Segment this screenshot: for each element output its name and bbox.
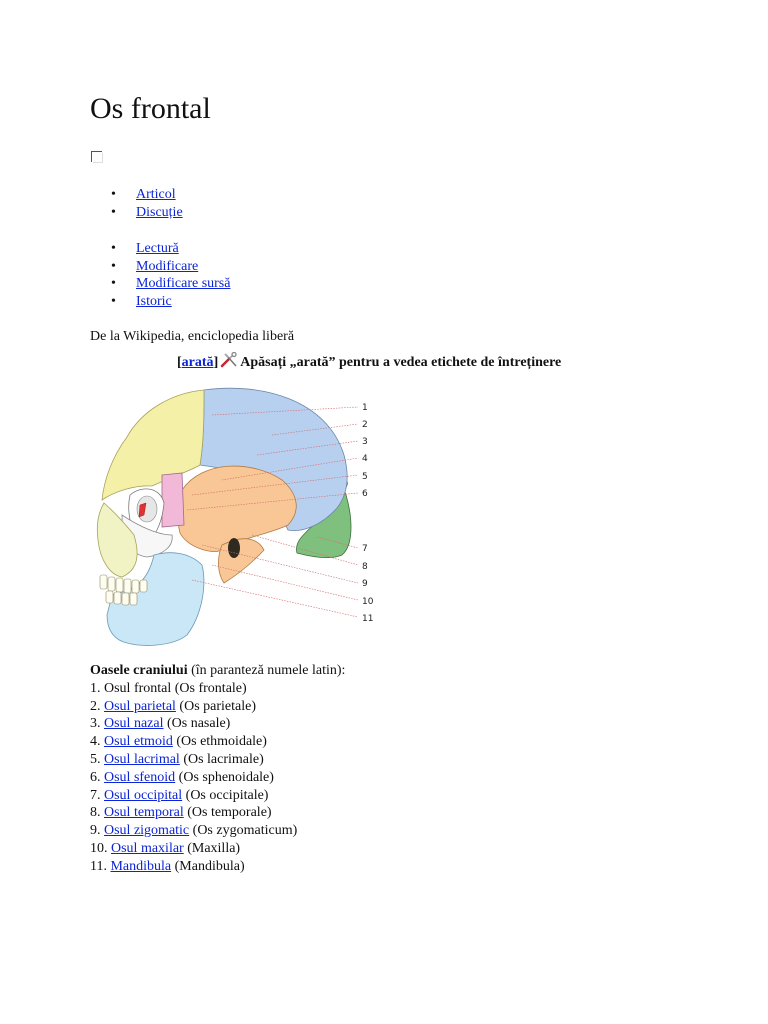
bracket-close: ] bbox=[213, 355, 219, 370]
bone-latin: (Os zygomaticum) bbox=[189, 823, 298, 839]
mastoid-process bbox=[218, 538, 265, 584]
label-11: 11 bbox=[362, 614, 373, 624]
bone-name: Osul frontal bbox=[104, 680, 172, 696]
maintenance-notice: [arată] Apăsați „arată” pentru a vedea et… bbox=[177, 351, 562, 373]
tab-article: Articol bbox=[106, 186, 183, 204]
bone-link[interactable]: Osul nazal bbox=[104, 716, 164, 732]
bone-link[interactable]: Osul temporal bbox=[104, 805, 184, 821]
bone-link[interactable]: Osul maxilar bbox=[111, 840, 184, 856]
bone-link[interactable]: Osul lacrimal bbox=[104, 751, 180, 767]
notice-text: Apăsați „arată” pentru a vedea etichete … bbox=[240, 355, 562, 370]
bone-link[interactable]: Osul etmoid bbox=[104, 734, 173, 750]
bone-link[interactable]: Osul occipital bbox=[104, 787, 183, 803]
tab-discussion: Discuție bbox=[106, 204, 183, 222]
tab-history: Istoric bbox=[106, 293, 230, 311]
tab-read-link[interactable]: Lectură bbox=[136, 241, 179, 256]
maxilla-bone bbox=[96, 502, 138, 578]
label-7: 7 bbox=[362, 544, 368, 554]
bone-item: 6. Osul sfenoid (Os sphenoidale) bbox=[90, 769, 345, 787]
view-tabs: Lectură Modificare Modificare sursă Isto… bbox=[106, 240, 230, 311]
bone-number: 2. bbox=[90, 698, 104, 714]
bone-number: 8. bbox=[90, 805, 104, 821]
bone-latin: (Os parietale) bbox=[175, 698, 256, 714]
ear-opening bbox=[228, 538, 240, 558]
bone-item: 4. Osul etmoid (Os ethmoidale) bbox=[90, 733, 345, 751]
label-10: 10 bbox=[362, 597, 374, 607]
tab-edit: Modificare bbox=[106, 258, 230, 276]
bone-latin: (Mandibula) bbox=[171, 858, 245, 874]
bone-number: 11. bbox=[90, 858, 111, 874]
site-tagline: De la Wikipedia, enciclopedia liberă bbox=[90, 329, 295, 344]
bone-link[interactable]: Osul zigomatic bbox=[104, 823, 190, 839]
bone-number: 3. bbox=[90, 716, 104, 732]
label-8: 8 bbox=[362, 562, 368, 572]
bone-latin: (Os ethmoidale) bbox=[172, 734, 267, 750]
tab-edit-source-link[interactable]: Modificare sursă bbox=[136, 276, 231, 292]
bone-latin: (Maxilla) bbox=[183, 840, 241, 856]
teeth bbox=[99, 574, 148, 606]
bone-latin: (Os nasale) bbox=[163, 716, 231, 732]
bone-item: 5. Osul lacrimal (Os lacrimale) bbox=[90, 751, 345, 769]
label-9: 9 bbox=[362, 579, 368, 589]
bone-link[interactable]: Osul sfenoid bbox=[104, 769, 176, 785]
bone-number: 7. bbox=[90, 787, 104, 803]
bone-latin: (Os lacrimale) bbox=[179, 751, 264, 767]
bone-number: 10. bbox=[90, 840, 111, 856]
bone-item: 10. Osul maxilar (Maxilla) bbox=[90, 840, 345, 858]
label-5: 5 bbox=[362, 472, 368, 482]
bone-latin: (Os frontale) bbox=[171, 680, 247, 696]
tab-read: Lectură bbox=[106, 240, 230, 258]
tab-edit-link[interactable]: Modificare bbox=[136, 258, 199, 274]
label-2: 2 bbox=[362, 420, 368, 430]
bone-number: 1. bbox=[90, 680, 104, 696]
temporal-bone bbox=[177, 465, 297, 552]
bones-heading-bold: Oasele craniului bbox=[90, 663, 188, 678]
label-4: 4 bbox=[362, 454, 368, 464]
bracket-open: [ bbox=[177, 355, 182, 370]
bone-latin: (Os occipitale) bbox=[182, 787, 269, 803]
page-title: Os frontal bbox=[90, 92, 211, 125]
bones-heading-rest: (în paranteză numele latin): bbox=[187, 663, 346, 678]
bone-number: 4. bbox=[90, 734, 104, 750]
skull-diagram: 1 2 3 4 5 6 7 8 9 10 11 bbox=[96, 387, 374, 646]
bone-item: 2. Osul parietal (Os parietale) bbox=[90, 698, 345, 716]
tab-article-link[interactable]: Articol bbox=[136, 187, 176, 202]
lacrimal-bone bbox=[138, 502, 147, 518]
bones-heading: Oasele craniului (în paranteză numele la… bbox=[90, 662, 345, 680]
bone-latin: (Os temporale) bbox=[183, 805, 272, 821]
label-6: 6 bbox=[362, 489, 368, 499]
bone-item: 9. Osul zigomatic (Os zygomaticum) bbox=[90, 822, 345, 840]
leader-lines bbox=[186, 406, 359, 618]
bone-link[interactable]: Osul parietal bbox=[104, 698, 176, 714]
bone-number: 6. bbox=[90, 769, 104, 785]
tab-edit-source: Modificare sursă bbox=[106, 275, 230, 293]
bone-number: 9. bbox=[90, 823, 104, 839]
show-link[interactable]: arată bbox=[181, 355, 214, 370]
bone-item: 3. Osul nazal (Os nasale) bbox=[90, 715, 345, 733]
number-labels: 1 2 3 4 5 6 7 8 9 10 11 bbox=[362, 403, 374, 624]
tab-discussion-link[interactable]: Discuție bbox=[136, 204, 183, 220]
bones-list: Oasele craniului (în paranteză numele la… bbox=[90, 662, 345, 876]
label-1: 1 bbox=[362, 403, 368, 413]
bone-number: 5. bbox=[90, 751, 104, 767]
namespace-tabs: Articol Discuție bbox=[106, 186, 183, 221]
bone-latin: (Os sphenoidale) bbox=[175, 769, 274, 785]
bone-item: 1. Osul frontal (Os frontale) bbox=[90, 680, 345, 698]
sphenoid-bone bbox=[161, 472, 185, 528]
bone-item: 7. Osul occipital (Os occipitale) bbox=[90, 787, 345, 805]
bone-item: 11. Mandibula (Mandibula) bbox=[90, 858, 345, 876]
frontal-bone bbox=[101, 389, 205, 501]
bone-link[interactable]: Mandibula bbox=[110, 858, 172, 874]
bone-item: 8. Osul temporal (Os temporale) bbox=[90, 804, 345, 822]
checkbox-icon[interactable] bbox=[91, 151, 103, 163]
label-3: 3 bbox=[362, 437, 368, 447]
wrench-screwdriver-icon bbox=[220, 351, 238, 373]
tab-history-link[interactable]: Istoric bbox=[136, 294, 172, 310]
